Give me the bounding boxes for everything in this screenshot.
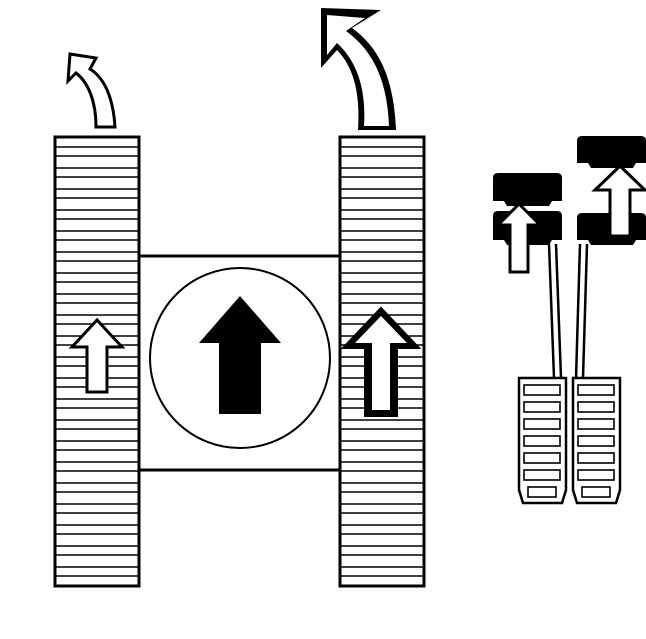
right-lever-slot: [577, 384, 615, 396]
left-lever-shaft: [547, 243, 563, 379]
right-lever-arrow-icon: [591, 163, 646, 238]
hull-direction-arrow-icon: [199, 296, 281, 414]
left-lever-upper-handle: [493, 173, 562, 206]
left-lever-slot: [523, 401, 561, 413]
right-track: [338, 135, 426, 588]
left-lever-slot: [523, 418, 561, 430]
right-lever-tread: [571, 376, 622, 505]
right-lever-slot: [577, 401, 615, 413]
left-track: [53, 135, 141, 588]
left-lever-tread: [517, 376, 568, 505]
right-lever-slot: [577, 452, 615, 464]
right-lever-slot: [577, 435, 615, 447]
left-lever-slot: [527, 486, 557, 498]
left-lever-slots: [523, 384, 561, 498]
left-lever-slot: [523, 452, 561, 464]
left-lever-slot: [523, 469, 561, 481]
right-lever-upper-handle: [577, 136, 646, 168]
steering-levers: [493, 136, 646, 505]
right-lever-slot: [581, 486, 611, 498]
left-lever-slot: [523, 435, 561, 447]
right-lever-slots: [577, 384, 615, 498]
left-track-arrow-icon: [68, 317, 126, 394]
vehicle-hull: [137, 254, 342, 472]
left-track-curved-arrow-icon: [66, 52, 117, 129]
right-lever-slot: [577, 418, 615, 430]
right-lever-shaft: [574, 243, 589, 379]
left-lever-arrow-icon: [494, 201, 544, 274]
right-lever-slot: [577, 469, 615, 481]
right-track-curved-arrow-icon: [321, 8, 396, 130]
left-lever-slot: [523, 384, 561, 396]
right-track-arrow-inner: [355, 316, 407, 410]
